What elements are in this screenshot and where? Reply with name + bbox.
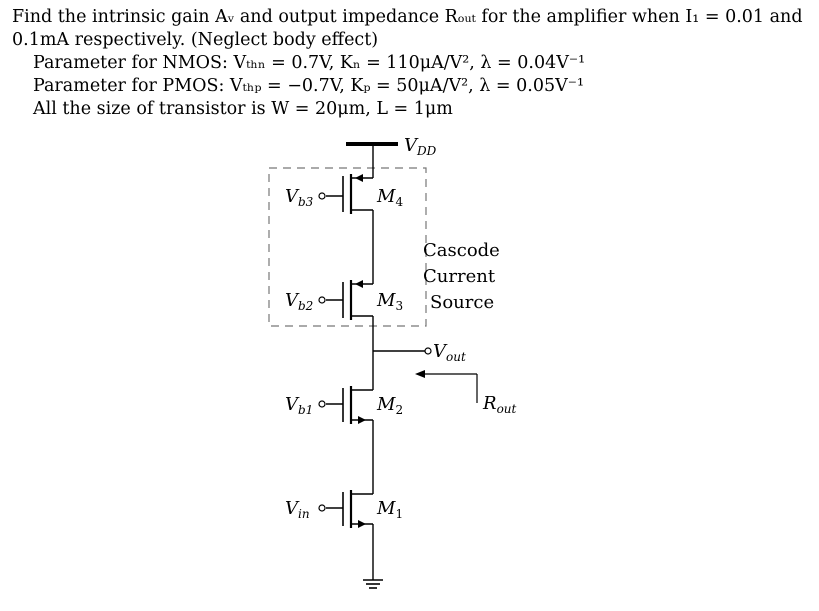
cascode-current-source-box (268, 167, 427, 327)
pmos-arrow-m4 (355, 174, 363, 182)
vdd-label: VDD (404, 135, 437, 158)
box-label-line-2: Current (423, 266, 496, 287)
box-label-line-3: Source (430, 292, 494, 313)
rout-arrow (415, 370, 478, 403)
nmos-arrow-m2 (358, 416, 366, 424)
transistor-label-m1: M1 (376, 498, 403, 521)
transistor-m2 (318, 386, 373, 424)
ground-symbol (363, 524, 383, 589)
gate-terminal-vb1 (318, 400, 326, 408)
gate-label-vb2: Vb2 (285, 290, 313, 313)
gate-terminal-vb3 (318, 192, 326, 200)
box-label-line-1: Cascode (423, 240, 500, 261)
pmos-parameters: Parameter for PMOS: Vₜₕₚ = −0.7V, Kₚ = 5… (33, 76, 584, 96)
transistor-label-m4: M4 (376, 186, 403, 209)
gate-label-vin: Vin (285, 498, 310, 521)
problem-statement: Find the intrinsic gain Aᵥ and output im… (12, 6, 812, 121)
problem-line-1: Find the intrinsic gain Aᵥ and output im… (12, 7, 803, 27)
gate-label-vb3: Vb3 (285, 186, 314, 209)
transistor-m4 (318, 144, 374, 284)
transistor-label-m3: M3 (376, 290, 403, 313)
output-label: Vout (433, 341, 466, 364)
rout-label: Rout (482, 393, 517, 416)
nmos-parameters: Parameter for NMOS: Vₜₕₙ = 0.7V, Kₙ = 11… (33, 53, 586, 73)
transistor-m3 (318, 280, 373, 320)
transistor-size: All the size of transistor is W = 20μm, … (33, 99, 453, 119)
gate-terminal-vb2 (318, 296, 326, 304)
gate-terminal-vin (318, 504, 326, 512)
gate-label-vb1: Vb1 (285, 394, 313, 417)
output-terminal (424, 347, 432, 355)
nmos-arrow-m1 (358, 520, 366, 528)
transistor-label-m2: M2 (376, 394, 403, 417)
transistor-m1 (318, 490, 373, 528)
problem-line-2: 0.1mA respectively. (Neglect body effect… (12, 30, 379, 50)
pmos-arrow-m3 (355, 280, 363, 288)
